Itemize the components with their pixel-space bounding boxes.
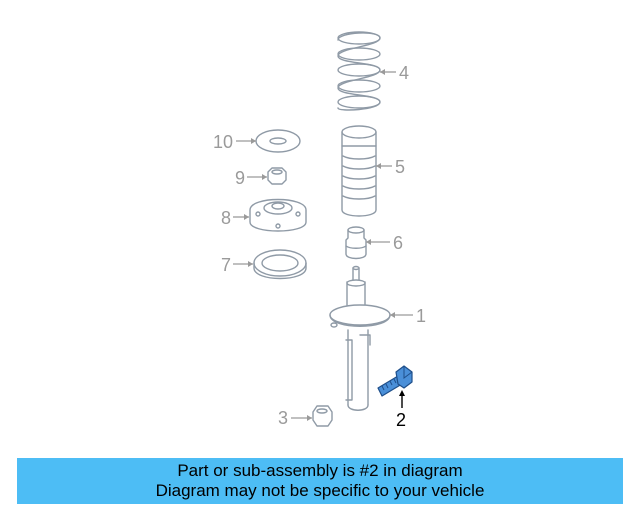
callout-5: 5 [376,157,405,177]
mount-bearing [253,249,307,280]
svg-text:7: 7 [221,255,231,275]
svg-text:6: 6 [393,233,403,253]
svg-text:10: 10 [213,132,233,152]
svg-text:5: 5 [395,157,405,177]
svg-text:8: 8 [221,208,231,228]
coil-spring [337,31,381,111]
dust-boot [341,125,377,217]
bump-stop [345,226,367,260]
callout-10: 10 [213,132,256,152]
highlighted-bolt [377,365,413,397]
spring-seat [255,129,301,153]
svg-text:2: 2 [396,410,406,430]
callout-9: 9 [235,168,267,188]
strut-assembly [329,265,391,411]
banner-line-2: Diagram may not be specific to your vehi… [155,481,485,500]
info-banner: Part or sub-assembly is #2 in diagram Di… [17,458,623,504]
svg-text:4: 4 [399,63,409,83]
banner-line-1: Part or sub-assembly is #2 in diagram [177,461,463,480]
callout-8: 8 [221,208,249,228]
lower-nut [312,405,333,427]
callout-6: 6 [366,233,403,253]
callout-7: 7 [221,255,253,275]
callout-1: 1 [390,306,426,326]
callout-3: 3 [278,408,312,428]
callout-4: 4 [380,63,409,83]
svg-text:3: 3 [278,408,288,428]
mount-nut [267,167,287,185]
svg-text:9: 9 [235,168,245,188]
svg-text:1: 1 [416,306,426,326]
callout-2: 2 [396,390,406,430]
strut-mount [249,198,307,232]
